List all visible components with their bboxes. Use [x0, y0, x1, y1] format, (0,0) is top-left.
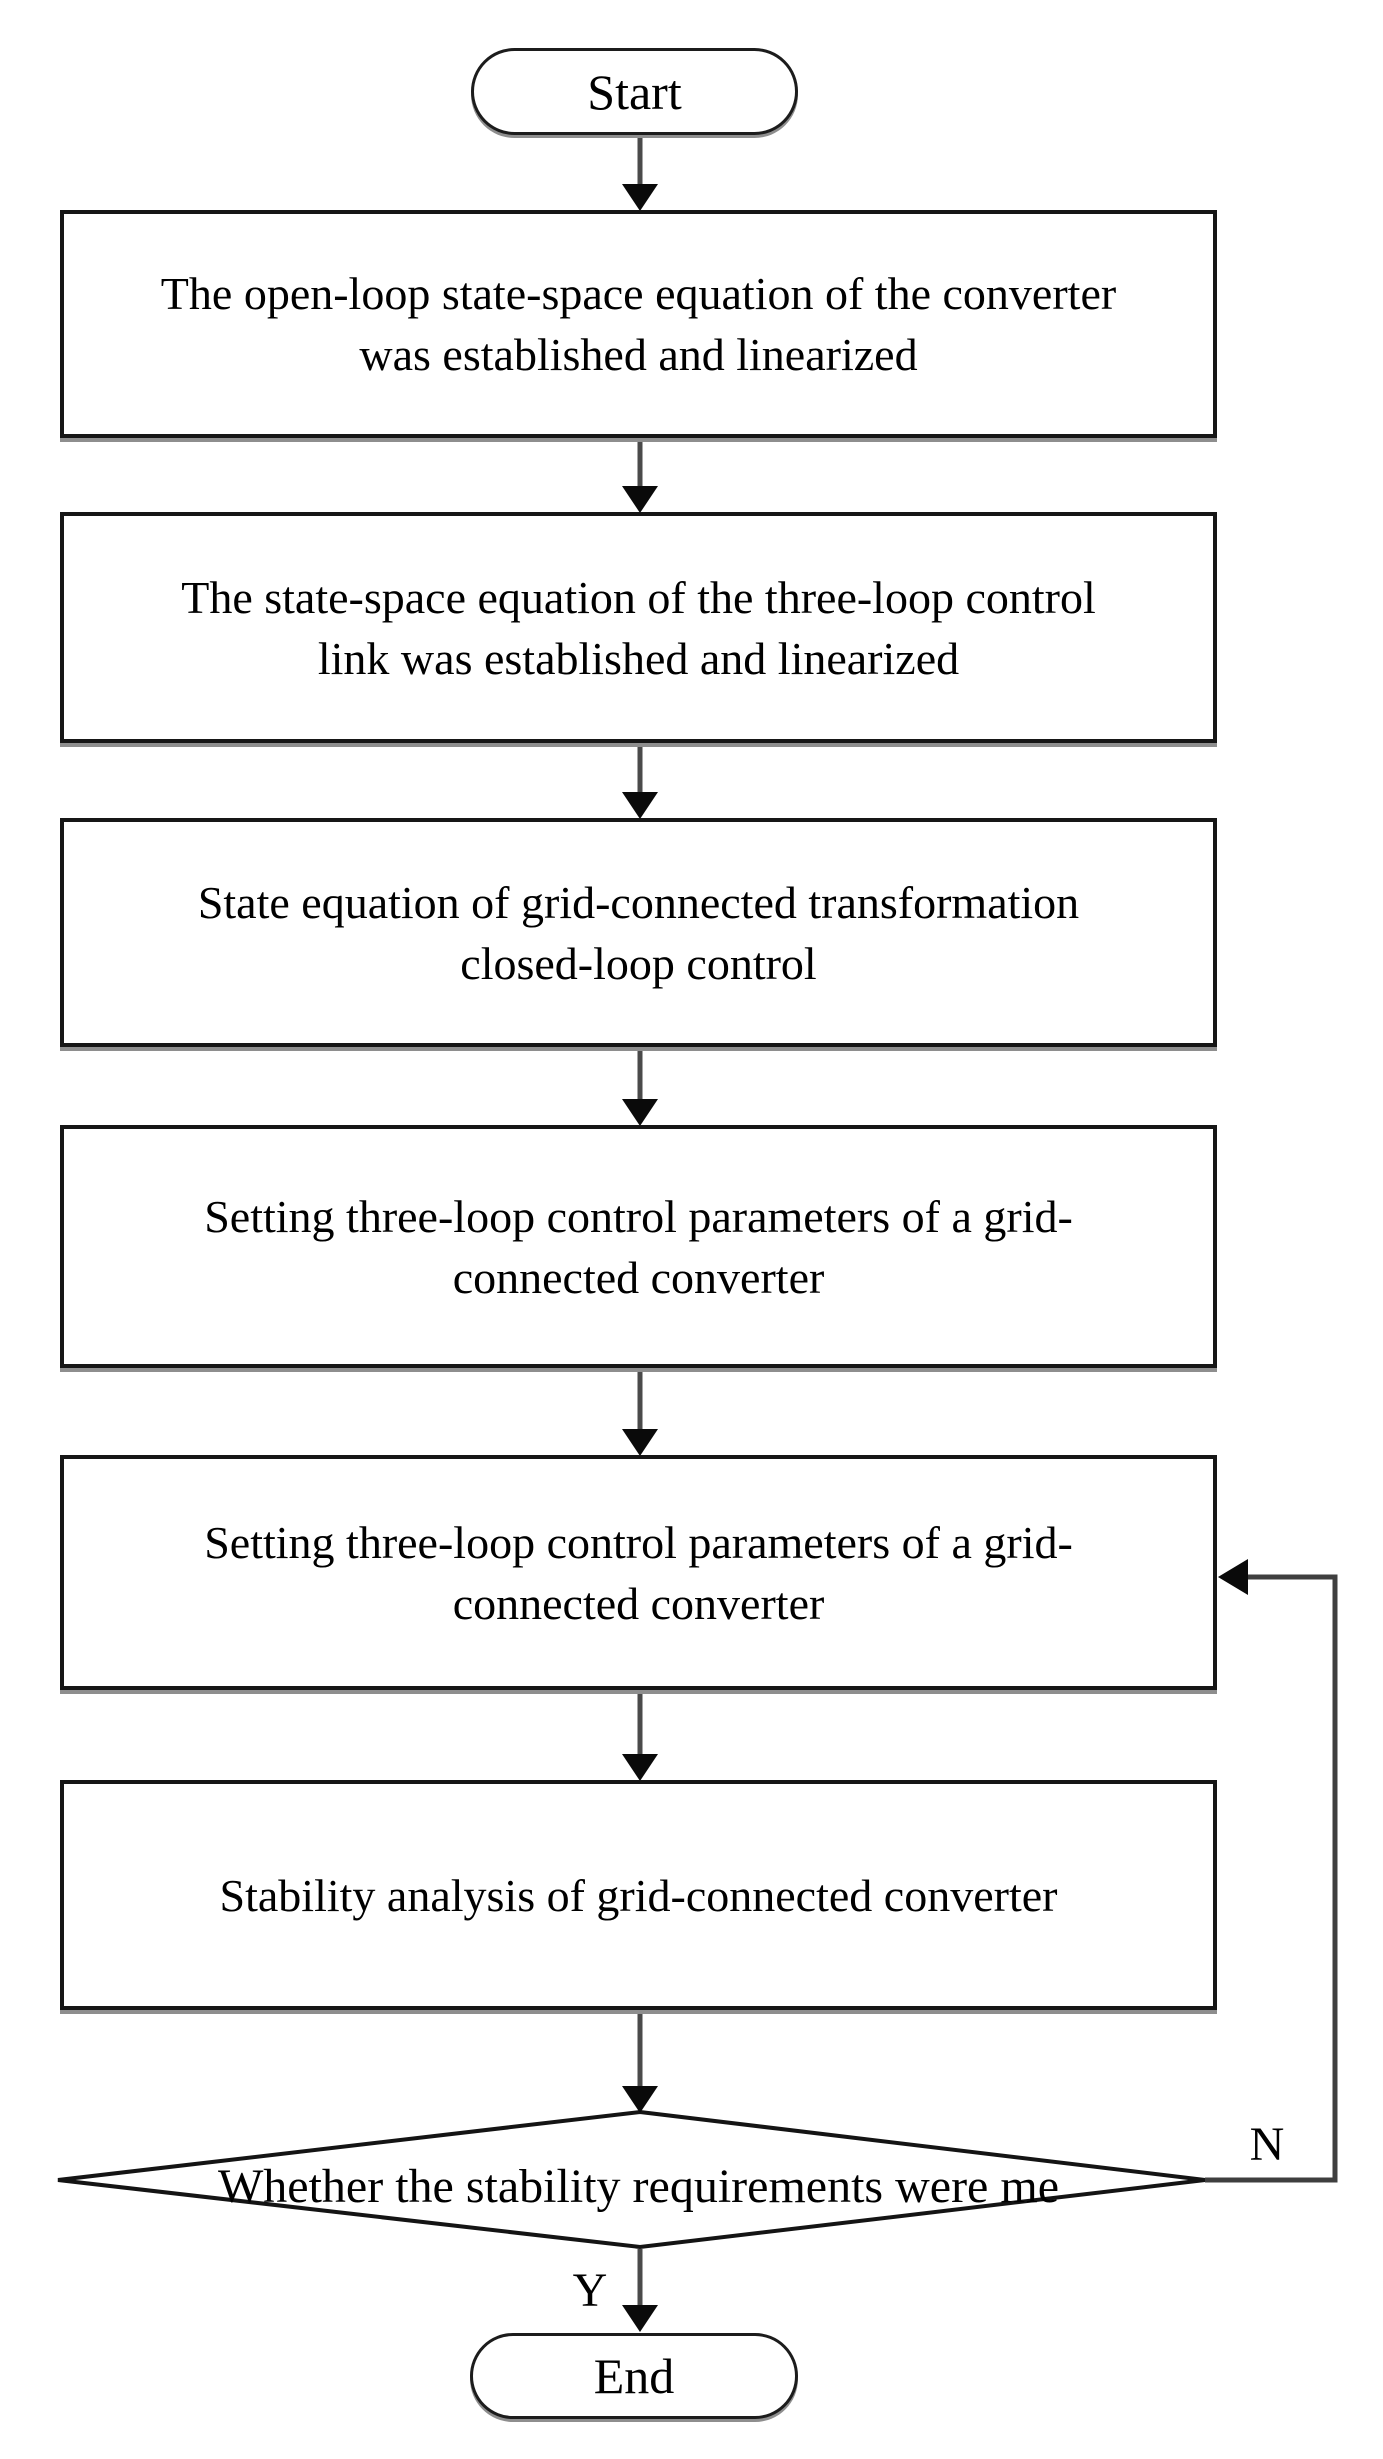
decision-label: Whether the stability requirements were …	[217, 2160, 1059, 2213]
arrow-step1-to-step2	[622, 440, 658, 513]
branch-label-yes: Y	[572, 2264, 608, 2317]
process-step-6: Stability analysis of grid-connected con…	[60, 1780, 1217, 2010]
process-step-3-label: State equation of grid-connected transfo…	[197, 876, 1080, 989]
process-step-2: The state-space equation of the three-lo…	[60, 512, 1217, 743]
node-start: Start	[471, 48, 798, 135]
branch-label-no: N	[1249, 2118, 1285, 2171]
process-step-4: Setting three-loop control parameters of…	[60, 1125, 1217, 1368]
arrow-start-to-step1	[622, 133, 658, 211]
arrow-step4-to-step5	[622, 1370, 658, 1456]
arrow-step2-to-step3	[622, 745, 658, 819]
arrow-step6-to-decision	[622, 2012, 658, 2113]
process-step-1: The open-loop state-space equation of th…	[60, 210, 1217, 438]
arrow-step5-to-step6	[622, 1692, 658, 1781]
process-step-5: Setting three-loop control parameters of…	[60, 1455, 1217, 1690]
process-step-4-label: Setting three-loop control parameters of…	[204, 1190, 1073, 1303]
feedback-no-path	[1205, 1559, 1338, 2183]
node-end: End	[470, 2333, 798, 2419]
process-step-3: State equation of grid-connected transfo…	[60, 818, 1217, 1047]
process-step-5-label: Setting three-loop control parameters of…	[204, 1516, 1073, 1629]
process-step-1-label: The open-loop state-space equation of th…	[160, 268, 1117, 380]
end-label: End	[593, 2348, 675, 2404]
process-step-6-label: Stability analysis of grid-connected con…	[219, 1869, 1058, 1921]
arrow-decision-to-end	[622, 2249, 658, 2332]
arrow-step3-to-step4	[622, 1049, 658, 1126]
start-label: Start	[587, 63, 682, 120]
process-step-2-label: The state-space equation of the three-lo…	[181, 571, 1096, 684]
decision-diamond	[57, 2109, 1206, 2250]
